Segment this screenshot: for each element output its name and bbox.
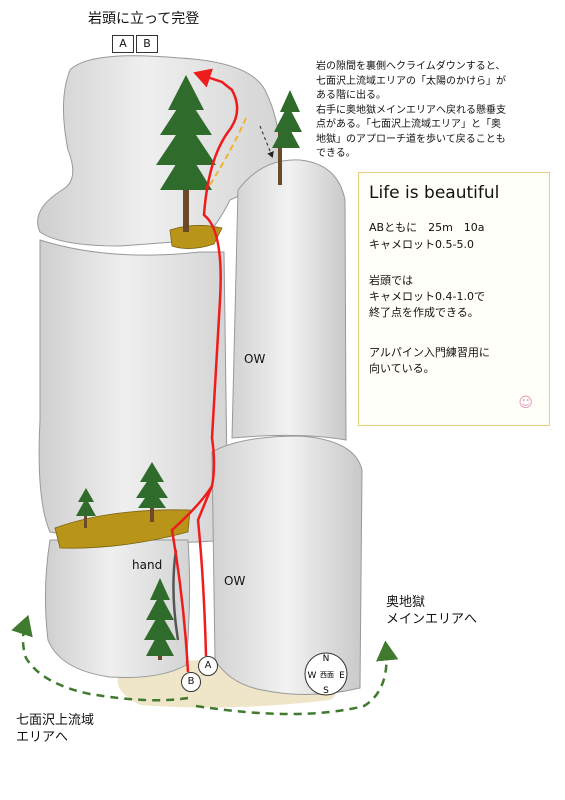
start-marker-a: A: [198, 656, 218, 676]
compass-e: E: [339, 671, 345, 681]
downclimb-arrow: [259, 125, 274, 158]
start-marker-b: B: [181, 672, 201, 692]
ledge-mid: [54, 509, 191, 549]
route-name: Life is beautiful: [369, 183, 500, 203]
lower-left-block: [44, 539, 191, 678]
approach-arrow-left: [11, 614, 189, 702]
summit-route-box-b: B: [136, 35, 158, 53]
label-hand: hand: [132, 558, 163, 572]
descent-description: 岩の隙間を裏側へクライムダウンすると、 七面沢上流域エリアの「太陽のかけら」が …: [316, 61, 506, 159]
tree-summit: [156, 75, 216, 232]
route-grade: ABともに 25m 10a キャメロット0.5-5.0: [369, 221, 485, 251]
route-line-a: [196, 485, 214, 657]
label-ow-upper: OW: [244, 352, 266, 366]
smiley-icon: ☺: [518, 395, 533, 411]
tree-ledge-left: [76, 488, 96, 528]
summit-title: 岩頭に立って完登: [88, 11, 200, 27]
nav-shichimenzawa-area: 七面沢上流域 エリアへ: [16, 713, 95, 745]
right-upper-pillar: [231, 159, 347, 441]
tree-right-top: [272, 90, 302, 185]
suitability-note: アルパイン入門練習用に 向いている。: [369, 346, 490, 375]
compass-s: S: [323, 686, 329, 696]
lower-right-block: [211, 435, 363, 695]
compass-w: W: [308, 671, 317, 681]
route-line-b: [170, 68, 239, 673]
left-main-pillar: [38, 239, 229, 544]
compass-face: 西面: [320, 671, 334, 679]
approach-arrow-right: [195, 640, 399, 716]
nav-main-area: 奥地獄 メインエリアへ: [386, 595, 478, 627]
label-ow-lower: OW: [224, 574, 246, 588]
tree-base: [144, 578, 176, 660]
route-info-box: Life is beautiful ABともに 25m 10a キャメロット0.…: [358, 172, 550, 426]
anchor-note: 岩頭では キャメロット0.4-1.0で 終了点を作成できる。: [369, 274, 485, 319]
summit-route-box-a: A: [112, 35, 134, 53]
compass-n: N: [323, 654, 330, 664]
tree-ledge-right: [136, 462, 168, 522]
rappel-line: [207, 117, 247, 189]
hand-crack: [172, 549, 180, 641]
compass: N S W E 西面: [304, 652, 348, 696]
